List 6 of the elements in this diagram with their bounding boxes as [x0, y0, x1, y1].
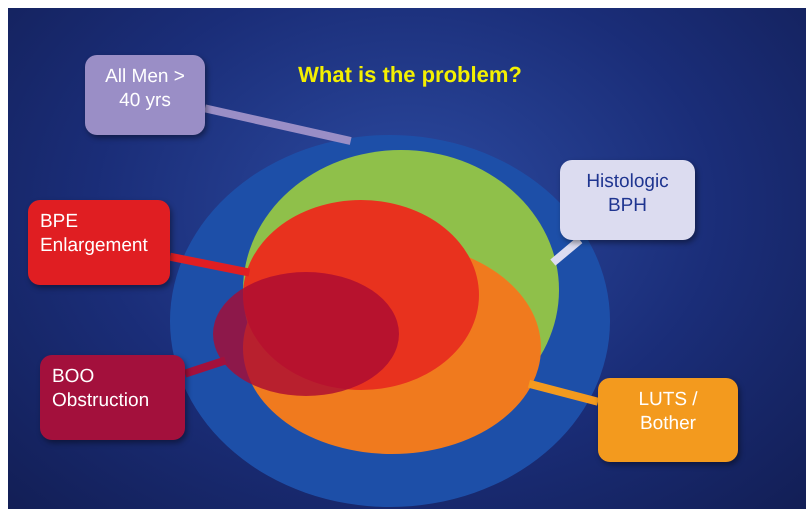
- title: What is the problem?: [297, 62, 523, 88]
- callout-bubble: BOO Obstruction: [40, 355, 185, 440]
- callout-bubble: Histologic BPH: [560, 160, 695, 240]
- callout-bubble: BPE Enlargement: [28, 200, 170, 285]
- callout-bubble: All Men > 40 yrs: [85, 55, 205, 135]
- callout-bubble: LUTS / Bother: [598, 378, 738, 462]
